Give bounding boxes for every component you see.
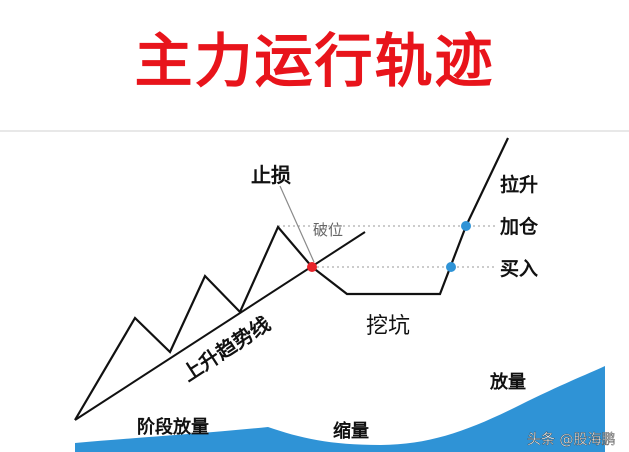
pit-label: 挖坑 xyxy=(366,314,410,339)
stop-loss-label: 止损 xyxy=(251,163,291,187)
watermark: 头条 @股海鹏 xyxy=(527,431,615,448)
uptrend-line xyxy=(74,231,366,421)
break-level-label: 破位 xyxy=(313,221,343,239)
stage-volume-label: 阶段放量 xyxy=(137,416,209,438)
add-position-label: 加仓 xyxy=(499,215,539,238)
page-title: 主力运行轨迹 xyxy=(134,27,495,95)
shrink-volume-label: 缩量 xyxy=(333,420,369,442)
rally-label: 拉升 xyxy=(500,173,538,196)
breakdown-point xyxy=(307,262,317,272)
buy-point xyxy=(446,262,456,272)
stop-loss-pointer xyxy=(279,185,315,263)
volume-up-label: 放量 xyxy=(489,371,526,393)
buy-label: 买入 xyxy=(500,258,538,280)
add-position-point xyxy=(461,221,471,231)
volume-area xyxy=(75,366,605,452)
